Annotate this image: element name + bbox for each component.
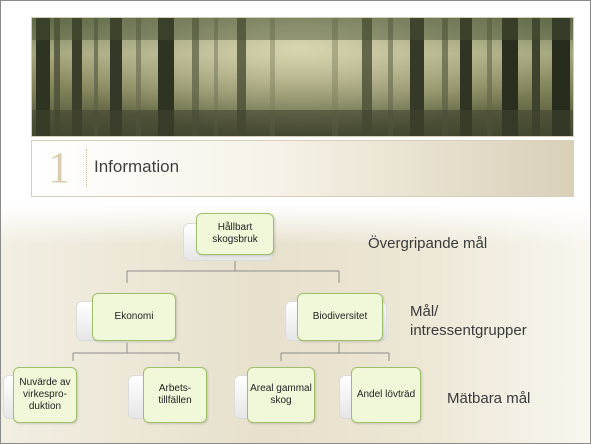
- root-node: Hållbart skogsbruk: [196, 213, 274, 255]
- present-value-node: Nuvärde av virkespro-duktion: [13, 367, 77, 423]
- stakeholder-label-line1: Mål/: [410, 303, 439, 320]
- jobs-node-label: Arbets-tillfällen: [158, 383, 192, 406]
- biodiversity-node: Biodiversitet: [297, 293, 383, 341]
- forest-banner-image: [31, 17, 574, 137]
- title-bar: 1 Information: [31, 140, 574, 197]
- jobs-node: Arbets-tillfällen: [143, 367, 207, 423]
- slide-title: Information: [94, 157, 180, 176]
- measurable-goals-label: Mätbara mål: [447, 390, 531, 407]
- present-value-node-label: Nuvärde av virkespro-duktion: [19, 377, 71, 412]
- section-number: 1: [48, 143, 70, 192]
- deciduous-node-label: Andel lövträd: [356, 389, 416, 400]
- biodiversity-node-label: Biodiversitet: [312, 311, 368, 322]
- stakeholder-label-line2: intressentgrupper: [410, 322, 527, 339]
- old-forest-node-label: Areal gammal skog: [250, 383, 312, 406]
- old-forest-node: Areal gammal skog: [247, 367, 315, 423]
- deciduous-node: Andel lövträd: [351, 367, 421, 423]
- economy-node-label: Ekonomi: [114, 311, 154, 322]
- root-node-label: Hållbart skogsbruk: [212, 222, 258, 245]
- overall-goal-label: Övergripande mål: [368, 235, 488, 252]
- economy-node: Ekonomi: [92, 293, 176, 341]
- title-divider: [86, 149, 87, 187]
